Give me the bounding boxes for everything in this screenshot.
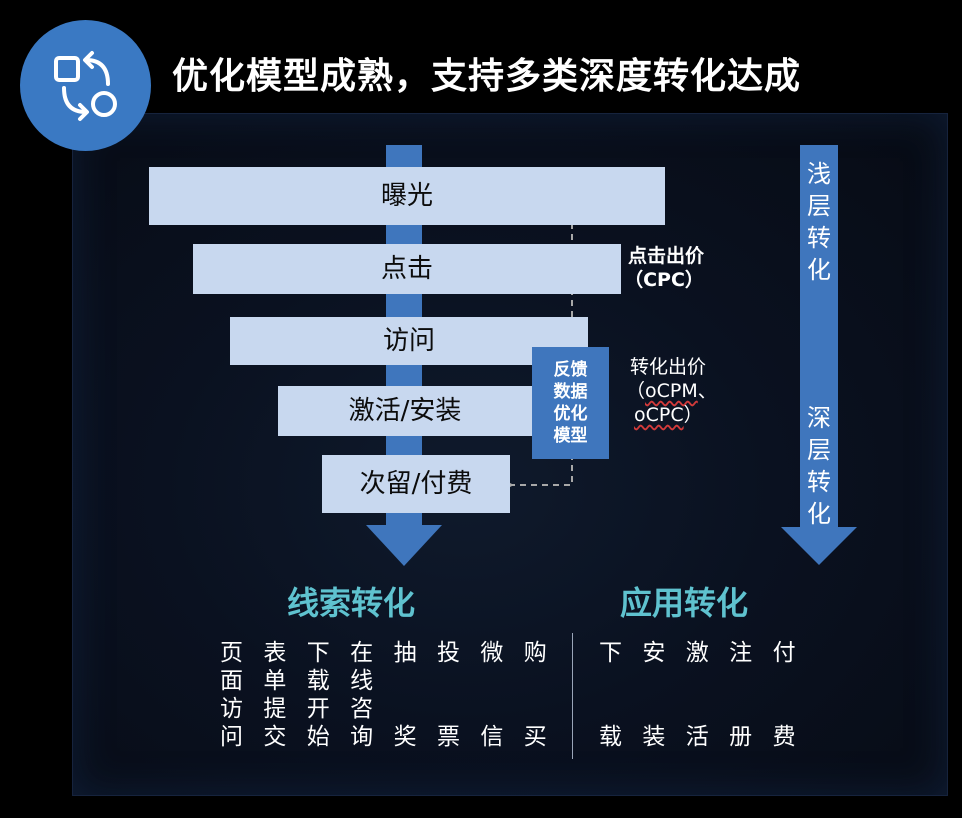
shallow-conversion-label: 浅 层 转 化	[807, 160, 831, 284]
funnel-stage-label: 曝光	[380, 181, 433, 211]
funnel-stage-label: 次留/付费	[359, 469, 473, 499]
app-grid-row: 载装活册费	[599, 724, 796, 750]
feedback-line: 优化	[553, 404, 588, 424]
funnel-stage-activate: 激活/安装	[278, 386, 540, 436]
funnel-stage-visit: 访问	[230, 317, 588, 365]
funnel-stage-label: 点击	[380, 254, 433, 284]
page-title: 优化模型成熟，支持多类深度转化达成	[172, 56, 802, 97]
lead-grid-row: 问交始询奖票信买	[220, 724, 547, 750]
depth-down-arrow	[781, 145, 857, 565]
funnel-stage-exposure: 曝光	[149, 167, 665, 225]
app-grid-row: 下安激注付	[599, 640, 796, 666]
section-divider	[572, 633, 573, 759]
lead-conversion-title: 线索转化	[287, 584, 416, 622]
deep-conversion-label: 深 层 转 化	[807, 404, 831, 528]
lead-grid-row: 访提开咨	[220, 696, 374, 722]
ocpm-line2: （oCPM、	[626, 380, 717, 402]
ocpm-line3: oCPC）	[634, 404, 703, 426]
cpc-line: 点击出价	[628, 245, 705, 267]
feedback-line: 模型	[553, 426, 588, 446]
funnel-stage-label: 访问	[382, 326, 435, 356]
funnel-stage-retain: 次留/付费	[322, 455, 510, 513]
app-conversion-title: 应用转化	[620, 584, 749, 622]
logo-badge	[20, 20, 151, 151]
feedback-line: 数据	[553, 382, 588, 402]
lead-grid-row: 页表下在抽投微购	[220, 640, 547, 666]
feedback-line: 反馈	[553, 360, 588, 380]
conversion-bid-label: 转化出价 （oCPM、 oCPC）	[626, 355, 717, 427]
funnel-stage-click: 点击	[193, 244, 621, 294]
cpc-line: （CPC）	[624, 269, 704, 291]
ocpm-line1: 转化出价	[630, 356, 707, 378]
lead-grid-row: 面单载线	[220, 668, 374, 694]
cpc-bid-label: 点击出价 （CPC）	[624, 244, 705, 292]
funnel-stage-label: 激活/安装	[348, 396, 462, 426]
feedback-model-box: 反馈 数据 优化 模型	[532, 347, 609, 459]
convert-cycle-icon	[54, 51, 117, 121]
